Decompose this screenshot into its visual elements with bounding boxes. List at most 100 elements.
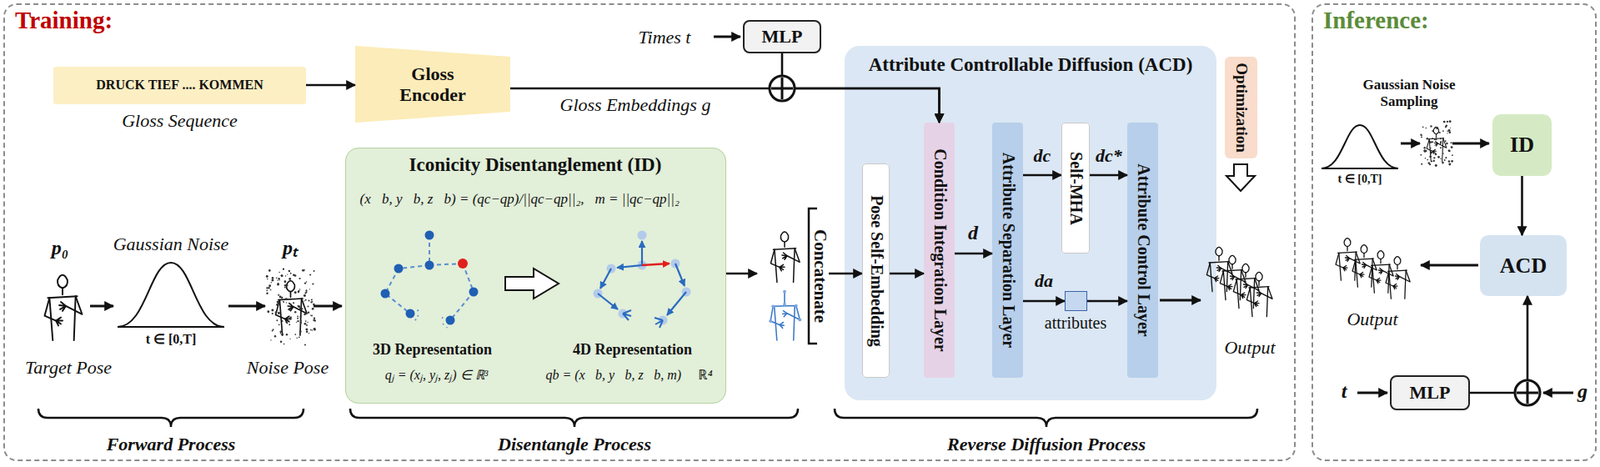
free-label: Output <box>1346 308 1398 330</box>
noise-dot <box>1429 153 1431 155</box>
noise-dot <box>300 307 303 310</box>
optimization-arrow <box>1226 164 1255 191</box>
graph-3d <box>410 310 451 328</box>
noise-dot <box>266 310 270 313</box>
graph-4d <box>616 265 643 268</box>
noise-dot <box>297 305 300 307</box>
noise-dot <box>1432 137 1434 139</box>
noise-dot <box>1423 146 1425 149</box>
noise-dot <box>270 281 272 283</box>
noise-dot <box>290 272 292 275</box>
noise-dot <box>279 279 281 281</box>
noise-dot <box>276 282 279 285</box>
noise-dot <box>271 276 275 280</box>
noise-dot <box>298 277 301 280</box>
flow-arrow <box>713 35 741 39</box>
noise-dot <box>1451 154 1454 156</box>
gaussian-curve <box>1321 125 1399 169</box>
noise-dot <box>1429 163 1431 166</box>
concat-poses <box>768 290 802 341</box>
flow-arrow <box>1420 264 1479 267</box>
noise-dot <box>311 329 314 332</box>
hollow-arrow <box>505 268 559 299</box>
noise-dot <box>309 273 311 276</box>
node-fill <box>1224 56 1258 159</box>
node-fill <box>345 147 727 404</box>
noise-dot <box>285 333 288 336</box>
concat-poses <box>770 231 800 282</box>
noise-dot <box>280 341 282 343</box>
noise-dot <box>278 323 281 326</box>
noise-dot <box>1419 154 1422 156</box>
noise-dot <box>1444 125 1447 128</box>
gloss-sequence-box: DRUCK TIEF .... KOMMENGloss Sequence <box>53 66 306 105</box>
node-text: Pose Self-Embedding <box>866 195 886 347</box>
concatenate-bracket: Concatenate <box>757 204 829 347</box>
noise-dot <box>288 323 291 326</box>
noise-dot <box>280 333 284 337</box>
noise-dot <box>1439 137 1442 140</box>
noise-dot <box>300 320 302 322</box>
noise-dot <box>1437 155 1440 159</box>
connector-arrow <box>1469 295 1528 393</box>
noise-dot <box>1430 160 1433 163</box>
noise-dot <box>304 291 306 294</box>
noise-dot <box>1426 159 1429 161</box>
noise-dot <box>300 322 302 325</box>
node-fill <box>1064 290 1088 311</box>
graph-3d <box>457 258 468 269</box>
inference-panel: Inference:IDACDMLP <box>1311 3 1597 462</box>
node-text: attributes <box>1038 313 1114 333</box>
free-label: Reverse Diffusion Process <box>947 433 1146 455</box>
noise-dot <box>1439 131 1441 134</box>
free-label: Output <box>1223 336 1275 358</box>
noise-dot <box>1444 146 1445 148</box>
graph-4d <box>675 263 685 286</box>
free-label: p₀ <box>51 236 69 261</box>
noise-dot <box>1434 137 1438 141</box>
target-pose <box>44 275 82 341</box>
node-fill <box>1061 122 1090 254</box>
connector-arrow <box>889 272 924 276</box>
plus-symbol <box>1516 381 1539 404</box>
noise-dot <box>288 277 291 281</box>
noise-dot <box>280 296 283 299</box>
noise-dot <box>1449 127 1451 129</box>
noise-dot <box>1442 152 1445 155</box>
noise-pose <box>1426 126 1447 161</box>
noise-dot <box>1420 163 1423 166</box>
free-label: Times t <box>638 26 692 48</box>
node-text: ACD <box>1499 253 1547 279</box>
noise-dot <box>284 286 286 289</box>
noise-dot <box>1422 125 1425 128</box>
node-text: m = ||qc−qp||₂ <box>595 190 680 208</box>
module-box: ID <box>1492 114 1552 176</box>
node-text: 3D Representation <box>349 341 517 359</box>
flow-arrow <box>1452 142 1490 146</box>
noise-dot <box>270 289 272 291</box>
noise-dot <box>276 280 278 281</box>
graph-3d <box>385 235 474 328</box>
noise-dot <box>284 280 287 283</box>
noise-dot <box>1435 126 1439 130</box>
noise-dot <box>310 298 313 301</box>
node-fill <box>1492 114 1552 176</box>
graph-3d <box>385 235 474 321</box>
noise-dot <box>1439 140 1442 143</box>
plus-symbol <box>771 77 793 100</box>
node-text: qⱼ = (xⱼ, yⱼ, zⱼ) ∈ ℝ³ <box>353 367 521 383</box>
graph-3d <box>446 315 456 326</box>
attribute-square: attributes <box>1064 290 1088 311</box>
output-poses <box>1233 263 1259 308</box>
noise-dot <box>310 329 312 332</box>
node-fill <box>1127 122 1159 378</box>
noise-dot <box>296 320 299 322</box>
connector-arrow <box>1520 175 1524 236</box>
optimization-box: Optimization <box>1224 56 1258 159</box>
noise-dot <box>305 280 307 282</box>
graph-4d <box>667 291 687 316</box>
output-poses <box>1246 271 1273 316</box>
noise-dot <box>277 277 280 280</box>
